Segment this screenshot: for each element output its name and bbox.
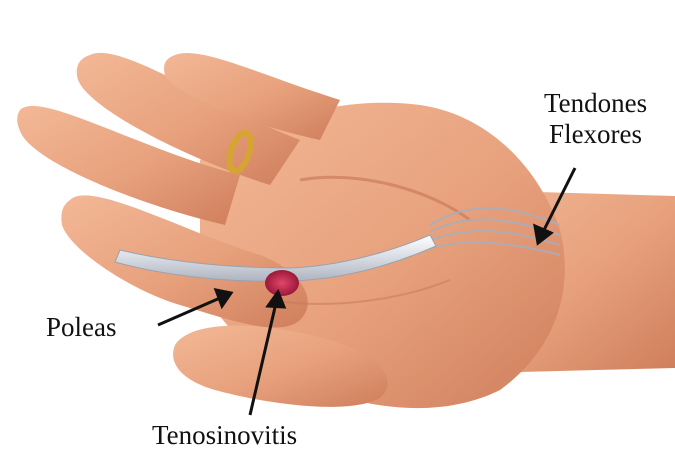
label-tendones-line1: Tendones: [544, 88, 647, 119]
label-poleas: Poleas: [46, 312, 117, 343]
inflammation-area: [265, 270, 299, 296]
label-tenosinovitis: Tenosinovitis: [152, 420, 297, 451]
label-tendones-flexores: Tendones Flexores: [544, 88, 647, 150]
label-tendones-line2: Flexores: [544, 119, 647, 150]
